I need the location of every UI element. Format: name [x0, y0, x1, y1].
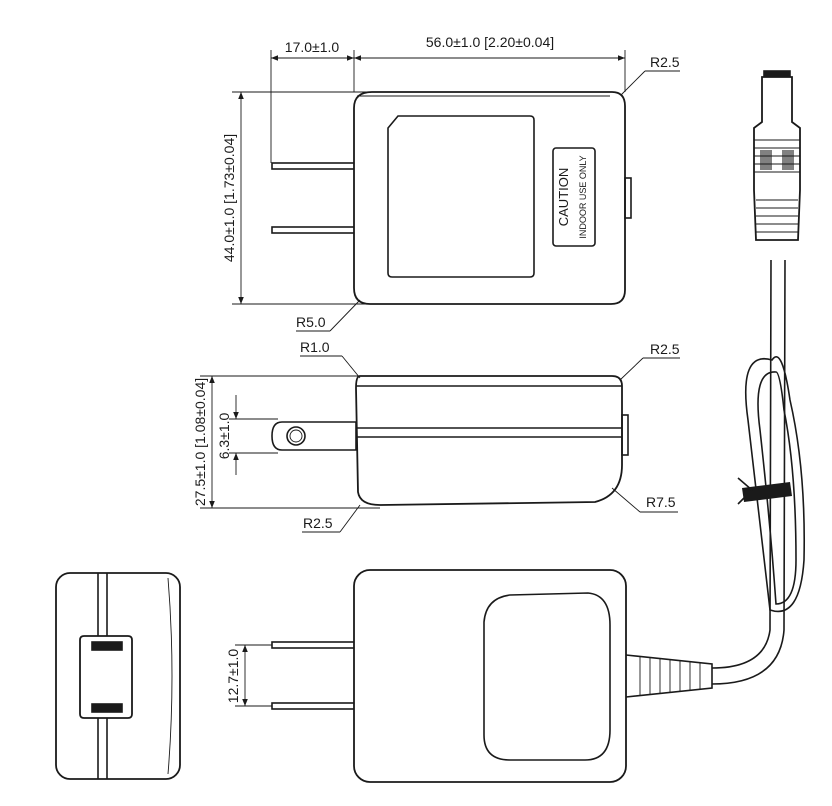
- r25-side-label: R2.5: [650, 341, 680, 357]
- r50-label: R5.0: [296, 314, 326, 330]
- callout-r50: R5.0: [296, 299, 361, 332]
- caution-text: CAUTION: [556, 168, 571, 227]
- cable: [711, 259, 806, 685]
- dim-prong-length: 17.0±1.0: [270, 39, 355, 163]
- body-height-label: 44.0±1.0 [1.73±0.04]: [221, 134, 237, 262]
- indoor-use-text: INDOOR USE ONLY: [578, 155, 588, 238]
- callout-r10: R1.0: [300, 339, 361, 379]
- dim-prong-spacing: 12.7±1.0: [225, 644, 272, 707]
- prong-length-label: 17.0±1.0: [285, 39, 340, 55]
- side-view: [271, 375, 629, 506]
- callout-r25-bottom: R2.5: [302, 504, 361, 533]
- callout-r75: R7.5: [611, 487, 678, 513]
- prong-left-bottom: [271, 641, 357, 649]
- side-prong: [271, 421, 357, 451]
- dim-body-length: 56.0±1.0 [2.20±0.04]: [354, 34, 626, 92]
- caution-box: [552, 147, 596, 247]
- plug-barrel: [753, 76, 801, 241]
- prong-top: [271, 162, 357, 170]
- side-bump-2: [621, 414, 629, 456]
- dim-body-depth: 27.5±1.0 [1.08±0.04]: [192, 375, 380, 509]
- body-length-label: 56.0±1.0 [2.20±0.04]: [426, 34, 554, 50]
- side-body: [355, 375, 623, 506]
- front-body: [353, 91, 626, 305]
- prong-bottom: [271, 226, 357, 234]
- prong-right-bottom: [271, 702, 357, 710]
- r25-bottom-label: R2.5: [303, 515, 333, 531]
- blade-slot-top: [91, 641, 123, 651]
- front-view: CAUTION INDOOR USE ONLY: [271, 91, 632, 305]
- dim-body-height: 44.0±1.0 [1.73±0.04]: [221, 91, 372, 305]
- blade-slot-bottom: [91, 703, 123, 713]
- bottom-body: [353, 569, 627, 783]
- label-plate: [387, 115, 535, 278]
- plug-outline: [79, 635, 133, 719]
- callout-r25-side: R2.5: [619, 341, 680, 381]
- body-depth-label: 27.5±1.0 [1.08±0.04]: [192, 378, 208, 506]
- r10-label: R1.0: [300, 339, 330, 355]
- dc-plug: [753, 70, 801, 241]
- strain-relief: [625, 654, 713, 698]
- side-bump: [624, 177, 632, 219]
- dim-prong-offset: 6.3±1.0: [216, 395, 278, 475]
- prong-hole: [286, 426, 306, 446]
- recess-pad: [483, 592, 611, 761]
- cable-tie: [742, 482, 792, 502]
- prong-offset-label: 6.3±1.0: [216, 412, 232, 459]
- callout-r25-top: R2.5: [620, 54, 680, 96]
- end-view: [55, 572, 181, 780]
- prong-spacing-label: 12.7±1.0: [225, 649, 241, 704]
- r25-top-label: R2.5: [650, 54, 680, 70]
- r75-label: R7.5: [646, 494, 676, 510]
- bottom-view: [271, 569, 713, 783]
